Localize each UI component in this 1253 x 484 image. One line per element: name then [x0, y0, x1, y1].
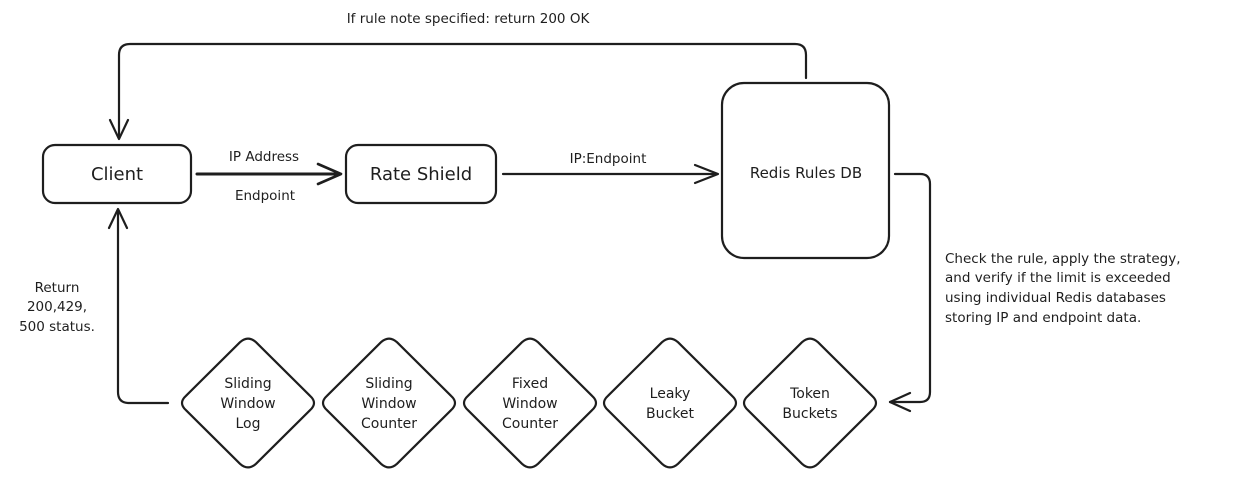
node-rate-shield-label: Rate Shield: [370, 164, 472, 185]
strategy-diamond-shape[interactable]: [180, 337, 316, 469]
note-line: 500 status.: [19, 319, 95, 335]
arrowhead-icon: [316, 162, 343, 186]
strategy-label-line: Sliding: [224, 376, 271, 392]
strategy-label-line: Counter: [361, 416, 417, 432]
strategy-label-line: Leaky: [650, 386, 691, 402]
strategy-label-line: Bucket: [646, 406, 694, 422]
edge-client-to-shield: IP Address Endpoint: [195, 149, 343, 204]
edge-redis-to-strategies: Check the rule, apply the strategy, and …: [888, 172, 1181, 413]
strategy-diamond-shape[interactable]: [742, 337, 878, 469]
edge-label-redis-to-client: If rule note specified: return 200 OK: [347, 11, 591, 27]
node-client-label: Client: [91, 164, 143, 185]
edge-line: [116, 208, 170, 405]
node-client[interactable]: Client: [41, 143, 193, 205]
strategy-label-line: Buckets: [782, 406, 837, 422]
note-redis-to-strategies: Check the rule, apply the strategy, and …: [945, 251, 1181, 326]
arrowhead-icon: [107, 207, 129, 230]
strategy-label-line: Log: [235, 416, 260, 432]
strategy-diamonds: SlidingWindowLogSlidingWindowCounterFixe…: [180, 337, 878, 469]
edge-shield-to-redis: IP:Endpoint: [501, 151, 720, 185]
node-redis-rules-db[interactable]: Redis Rules DB: [720, 81, 891, 260]
note-line: Check the rule, apply the strategy,: [945, 251, 1181, 267]
note-line: and verify if the limit is exceeded: [945, 270, 1171, 286]
edge-redis-to-client: If rule note specified: return 200 OK: [108, 11, 808, 141]
strategy-label-line: Window: [502, 396, 557, 412]
node-redis-rules-db-label: Redis Rules DB: [750, 164, 862, 182]
edge-label-endpoint: Endpoint: [235, 188, 295, 204]
edge-line: [888, 172, 932, 404]
strategy-label-line: Counter: [502, 416, 558, 432]
strategy-diamond-shape[interactable]: [321, 337, 457, 469]
edge-label-ip-endpoint: IP:Endpoint: [570, 151, 647, 167]
strategy-label-line: Window: [361, 396, 416, 412]
strategy-label-line: Window: [220, 396, 275, 412]
arrowhead-icon: [693, 163, 720, 185]
node-client-box[interactable]: [41, 143, 193, 205]
strategy-diamond-shape[interactable]: [462, 337, 598, 469]
edge-strategies-to-client: Return 200,429, 500 status.: [19, 207, 170, 405]
edge-line: [117, 42, 808, 140]
note-line: using individual Redis databases: [945, 290, 1166, 306]
strategy-diamond-shape[interactable]: [602, 337, 738, 469]
note-line: 200,429,: [27, 299, 87, 315]
node-redis-rules-db-box[interactable]: [720, 81, 891, 260]
note-strategies-to-client: Return 200,429, 500 status.: [19, 280, 95, 335]
note-line: storing IP and endpoint data.: [945, 310, 1141, 326]
node-rate-shield[interactable]: Rate Shield: [344, 143, 498, 205]
arrowhead-icon: [888, 391, 912, 413]
strategy-label-line: Token: [789, 386, 830, 402]
arrowhead-icon: [108, 118, 130, 141]
note-line: Return: [35, 280, 80, 296]
strategy-label-line: Sliding: [365, 376, 412, 392]
strategy-label-line: Fixed: [512, 376, 548, 392]
node-rate-shield-box[interactable]: [344, 143, 498, 205]
edge-label-ip-address: IP Address: [229, 149, 299, 165]
